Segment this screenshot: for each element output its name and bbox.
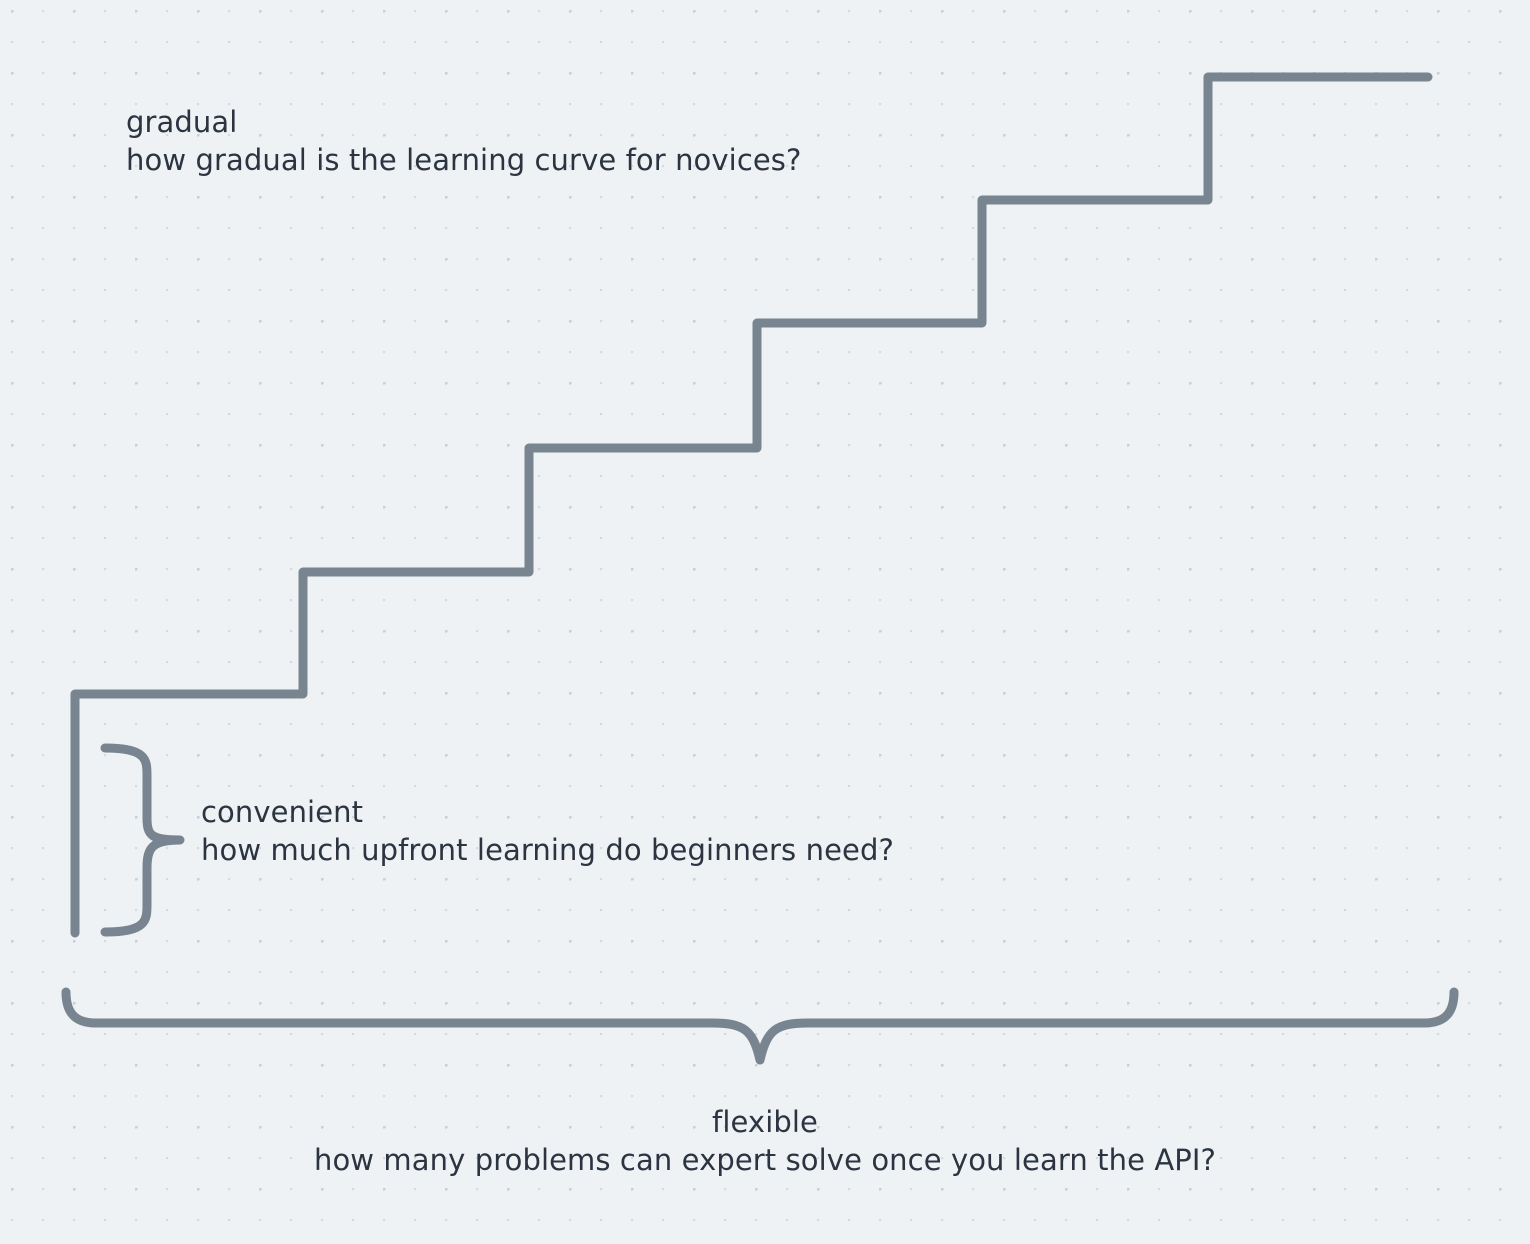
flexible-brace — [61, 987, 1459, 1065]
gradual-title: gradual — [126, 105, 238, 139]
flexible-question: how many problems can expert solve once … — [313, 1142, 1217, 1177]
convenient-brace — [100, 743, 185, 937]
staircase-curve — [70, 72, 1433, 938]
flexible-annotation: flexible how many problems can expert so… — [0, 1104, 1530, 1179]
convenient-title: convenient — [201, 795, 364, 829]
gradual-question: how gradual is the learning curve for no… — [126, 142, 802, 177]
flexible-title: flexible — [712, 1105, 818, 1139]
convenient-annotation: convenient how much upfront learning do … — [201, 794, 894, 869]
convenient-question: how much upfront learning do beginners n… — [201, 832, 894, 867]
gradual-annotation: gradual how gradual is the learning curv… — [126, 104, 802, 179]
